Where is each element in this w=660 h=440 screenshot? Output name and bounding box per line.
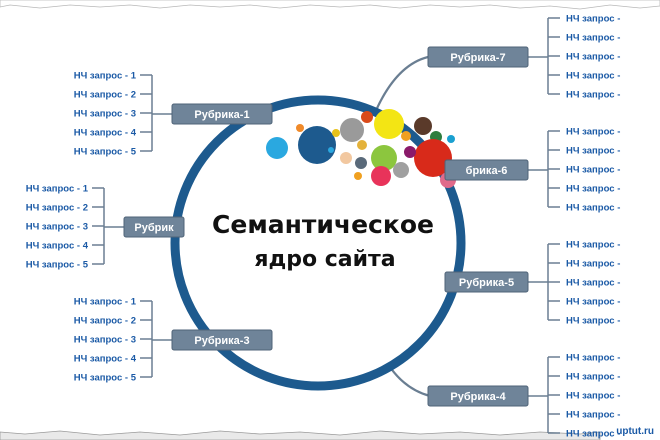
- bubble: [371, 166, 391, 186]
- torn-edge-top: [0, 0, 660, 10]
- bubble: [355, 157, 367, 169]
- bubble: [393, 162, 409, 178]
- query-label: НЧ запрос -: [566, 410, 620, 421]
- query-label: НЧ запрос -: [566, 184, 620, 195]
- rubric-group: НЧ запрос - НЧ запрос - НЧ запрос - НЧ запр…: [444, 240, 620, 327]
- rubric-layer: НЧ запрос - 1 НЧ запрос - 2 НЧ запрос - 3 Н…: [26, 14, 621, 440]
- bubble: [374, 109, 404, 139]
- bubble: [414, 139, 452, 177]
- bubble: [266, 137, 288, 159]
- rubric-group: НЧ запрос - НЧ запрос - НЧ запрос - НЧ запр…: [427, 353, 620, 440]
- query-label: НЧ запрос - 5: [74, 373, 137, 384]
- rubric-group: НЧ запрос - 1 НЧ запрос - 2 НЧ запрос - 3 Н…: [26, 184, 185, 271]
- query-label: НЧ запрос -: [566, 316, 620, 327]
- rubric-box: [123, 216, 185, 238]
- query-label: НЧ запрос -: [566, 165, 620, 176]
- rubric-box: [171, 329, 273, 351]
- bubble: [401, 131, 411, 141]
- query-label: НЧ запрос -: [566, 259, 620, 270]
- watermark: uptut.ru: [616, 426, 654, 437]
- query-label: НЧ запрос -: [566, 372, 620, 383]
- query-label: НЧ запрос -: [566, 203, 620, 214]
- query-label: НЧ запрос -: [566, 278, 620, 289]
- query-label: НЧ запрос -: [566, 353, 620, 364]
- query-label: НЧ запрос -: [566, 71, 620, 82]
- rubric-label: Рубрика-1: [194, 109, 249, 121]
- query-label: НЧ запрос - 2: [74, 90, 136, 101]
- query-label: НЧ запрос - 2: [74, 316, 136, 327]
- bubble: [296, 124, 304, 132]
- rubric-box: [427, 46, 529, 68]
- query-label: НЧ запрос -: [566, 391, 620, 402]
- rubric-box: [444, 159, 529, 181]
- query-label: НЧ запрос - 1: [74, 71, 137, 82]
- bubble: [354, 172, 362, 180]
- query-label: НЧ запрос - 3: [74, 335, 136, 346]
- rubric-label: Рубрика-3: [194, 335, 249, 347]
- bubble: [328, 147, 334, 153]
- rubric-box: [171, 103, 273, 125]
- query-label: НЧ запрос -: [566, 429, 620, 440]
- query-label: НЧ запрос -: [566, 297, 620, 308]
- query-label: НЧ запрос -: [566, 14, 620, 25]
- rubric-label: Рубрик: [134, 222, 174, 234]
- bubble: [357, 140, 367, 150]
- rubric-label: Рубрика-7: [450, 52, 505, 64]
- query-label: НЧ запрос - 1: [74, 297, 137, 308]
- query-label: НЧ запрос -: [566, 33, 620, 44]
- rubric-group: НЧ запрос - 1 НЧ запрос - 2 НЧ запрос - 3 Н…: [74, 297, 273, 384]
- rubric-box: [427, 385, 529, 407]
- rubric-group: НЧ запрос - 1 НЧ запрос - 2 НЧ запрос - 3 Н…: [74, 71, 273, 158]
- query-label: НЧ запрос -: [566, 240, 620, 251]
- query-label: НЧ запрос - 2: [26, 203, 88, 214]
- rubric-label: Рубрика-4: [450, 391, 506, 403]
- bubble: [340, 118, 364, 142]
- rubric-label: брика-6: [466, 165, 508, 177]
- query-label: НЧ запрос -: [566, 52, 620, 63]
- query-label: НЧ запрос - 4: [74, 354, 137, 365]
- query-label: НЧ запрос - 1: [26, 184, 89, 195]
- center-title-line-1: Семантическое: [212, 210, 434, 239]
- query-label: НЧ запрос - 5: [74, 147, 137, 158]
- query-label: НЧ запрос - 5: [26, 260, 89, 271]
- query-label: НЧ запрос - 3: [74, 109, 136, 120]
- bubble: [404, 146, 416, 158]
- rubric-box: [444, 271, 529, 293]
- query-label: НЧ запрос -: [566, 127, 620, 138]
- query-label: НЧ запрос -: [566, 90, 620, 101]
- center-title-line-2: ядро сайта: [254, 247, 395, 272]
- bubble: [340, 152, 352, 164]
- bubble: [332, 129, 340, 137]
- torn-edge-bottom: [0, 430, 601, 440]
- query-label: НЧ запрос - 3: [26, 222, 88, 233]
- rubric-label: Рубрика-5: [459, 277, 514, 289]
- query-label: НЧ запрос -: [566, 146, 620, 157]
- bubble: [298, 126, 336, 164]
- rubric-group: НЧ запрос - НЧ запрос - НЧ запрос - НЧ запр…: [427, 14, 620, 101]
- query-label: НЧ запрос - 4: [26, 241, 89, 252]
- rubric-group: НЧ запрос - НЧ запрос - НЧ запрос - НЧ запр…: [444, 127, 620, 214]
- bubble: [371, 145, 397, 171]
- bubble-cluster: [266, 109, 456, 188]
- query-label: НЧ запрос - 4: [74, 128, 137, 139]
- bubble: [447, 135, 455, 143]
- bubble: [361, 111, 373, 123]
- bubble: [414, 117, 432, 135]
